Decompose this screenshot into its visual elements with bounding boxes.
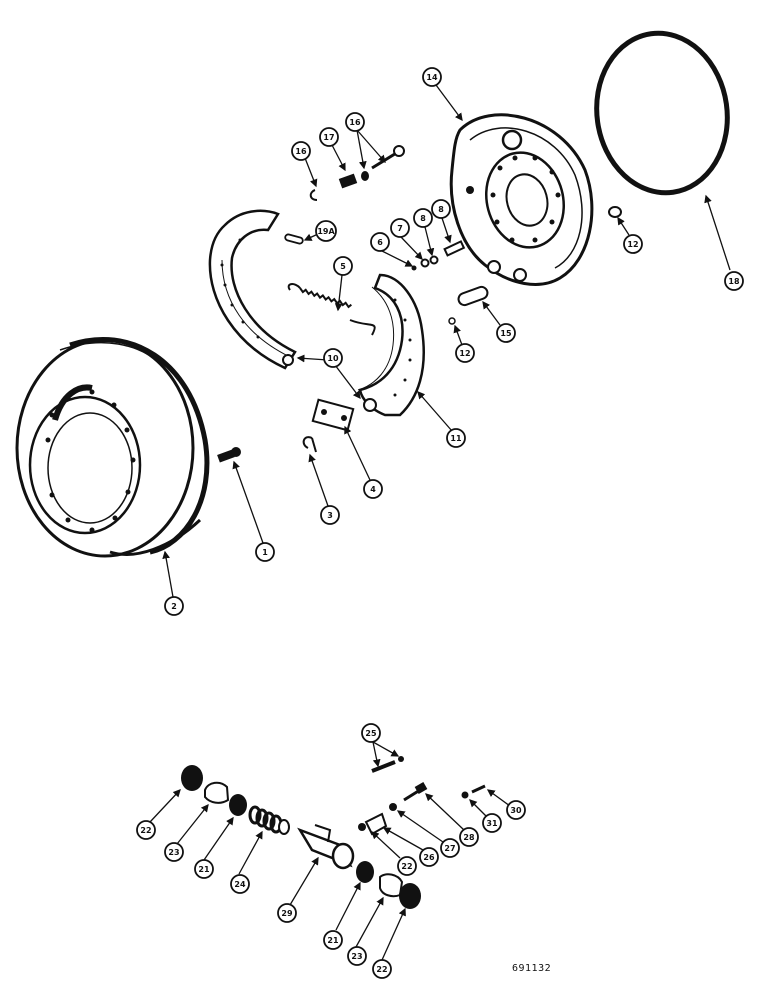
svg-text:16: 16 [295,147,307,156]
svg-text:2: 2 [171,602,177,611]
callout-16b: 16 [345,112,365,132]
svg-text:10: 10 [327,354,339,363]
callout-4: 4 [363,479,383,499]
callout-23a: 23 [164,842,184,862]
svg-text:5: 5 [340,262,346,271]
callout-22a: 22 [136,820,156,840]
svg-text:22: 22 [376,965,387,974]
svg-text:7: 7 [397,224,403,233]
svg-text:30: 30 [510,806,522,815]
return-spring [287,283,376,336]
svg-text:18: 18 [728,277,740,286]
callout-23b: 23 [347,946,367,966]
svg-text:21: 21 [198,865,210,874]
callout-15: 15 [496,323,516,343]
callout-12b: 12 [623,234,643,254]
svg-text:11: 11 [450,434,462,443]
svg-text:12: 12 [459,349,470,358]
callout-8a: 8 [413,208,433,228]
callout-12a: 12 [455,343,475,363]
brake-shoe-right [357,273,425,417]
callout-29: 29 [277,903,297,923]
svg-text:27: 27 [444,844,455,853]
figure-number: 691132 [512,963,552,974]
callout-1: 1 [255,542,275,562]
leader-lines [149,84,731,961]
svg-text:29: 29 [281,909,293,918]
svg-text:23: 23 [168,848,179,857]
svg-text:6: 6 [377,238,383,247]
svg-text:1: 1 [262,548,268,557]
svg-text:25: 25 [365,729,377,738]
callout-6: 6 [370,232,390,252]
brake-shoe-left [208,209,297,370]
callout-24: 24 [230,874,250,894]
wheel-bolt [217,447,241,463]
callout-11: 11 [446,428,466,448]
callout-27: 27 [440,838,460,858]
callout-10: 10 [323,348,343,368]
callout-19a: 19A [315,220,337,242]
svg-text:15: 15 [500,329,512,338]
svg-text:14: 14 [426,73,438,82]
callout-7: 7 [390,218,410,238]
svg-text:19A: 19A [317,227,335,236]
callout-21b: 21 [323,930,343,950]
callout-18: 18 [724,271,744,291]
svg-text:26: 26 [423,853,435,862]
callout-17: 17 [319,127,339,147]
svg-text:16: 16 [349,118,361,127]
callout-8b: 8 [431,199,451,219]
svg-text:3: 3 [327,511,333,520]
svg-text:24: 24 [234,880,246,889]
svg-text:22: 22 [401,862,412,871]
callout-31: 31 [482,813,502,833]
callout-2: 2 [164,596,184,616]
brake-drum [15,337,210,558]
svg-text:23: 23 [351,952,362,961]
callout-3: 3 [320,505,340,525]
callout-28: 28 [459,827,479,847]
seal-ring [594,30,730,196]
callout-22b: 22 [372,959,392,979]
svg-text:17: 17 [323,133,334,142]
svg-text:21: 21 [327,936,339,945]
callout-5: 5 [333,256,353,276]
svg-text:4: 4 [370,485,376,494]
svg-text:28: 28 [463,833,475,842]
callout-21a: 21 [194,859,214,879]
svg-text:8: 8 [438,205,444,214]
callout-30: 30 [506,800,526,820]
svg-text:8: 8 [420,214,426,223]
svg-text:31: 31 [486,819,498,828]
svg-text:22: 22 [140,826,151,835]
callout-26: 26 [419,847,439,867]
callouts: 1 2 3 4 5 6 7 8 8 10 11 12 12 14 15 16 1… [136,67,744,979]
callout-22c: 22 [397,856,417,876]
svg-text:12: 12 [627,240,638,249]
callout-16a: 16 [291,141,311,161]
wheel-cylinder-assembly [181,756,486,909]
callout-25: 25 [361,723,381,743]
callout-14: 14 [422,67,442,87]
backing-plate [449,113,594,286]
